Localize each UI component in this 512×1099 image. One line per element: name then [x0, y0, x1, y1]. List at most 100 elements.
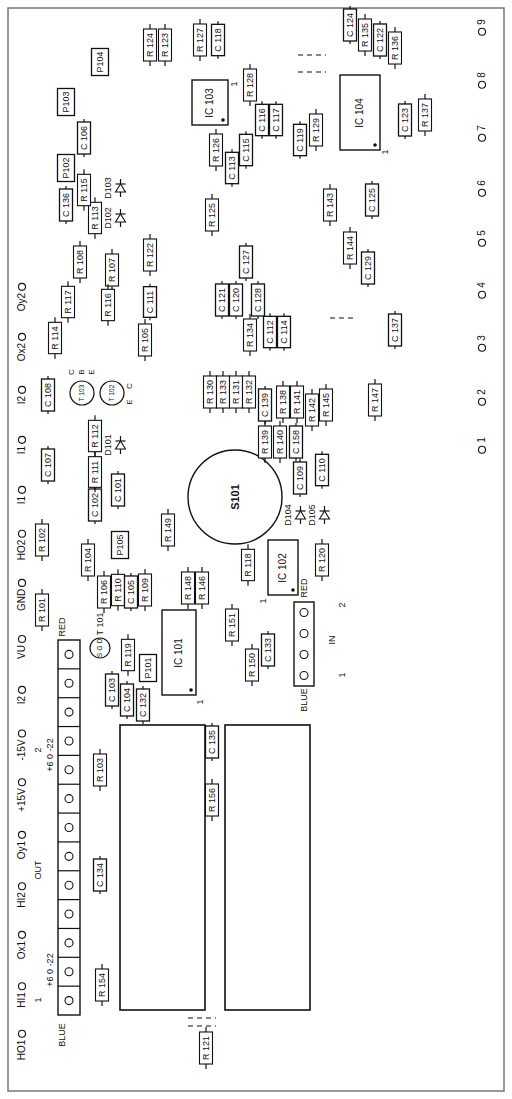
capacitor-symbol — [316, 454, 329, 485]
pin-pad — [19, 436, 26, 443]
component-lead — [120, 222, 121, 227]
component-lead — [269, 313, 270, 316]
switch-outline — [188, 450, 282, 544]
ic-package — [192, 80, 228, 125]
capacitor-label: C 125 — [368, 188, 377, 212]
component-lead — [247, 581, 248, 586]
component-lead — [65, 186, 66, 189]
connector-pin — [65, 997, 73, 1005]
transistor-label: T 102 — [109, 385, 116, 402]
resistor-symbol — [316, 544, 329, 576]
terminal-letter: G — [97, 645, 104, 650]
marking-text: RED — [58, 617, 67, 636]
capacitor-label: C 119 — [296, 128, 305, 151]
pin-number: 9 — [477, 19, 487, 25]
component-lead — [321, 576, 322, 581]
resistor-label: R 116 — [104, 293, 113, 316]
diode-symbol — [116, 184, 126, 192]
component-lead — [235, 408, 236, 413]
component-lead — [235, 316, 236, 319]
resistor-symbol — [102, 289, 115, 320]
capacitor-symbol — [294, 124, 307, 155]
component-lead — [117, 471, 118, 474]
resistor-label: R 146 — [198, 576, 207, 600]
component-lead — [120, 192, 121, 197]
capacitor-symbol — [374, 24, 387, 56]
resistor-label: R 147 — [371, 388, 380, 412]
component-lead — [211, 231, 212, 236]
capacitor-symbol — [89, 489, 102, 521]
connector-pin — [300, 672, 308, 680]
capacitor-symbol — [42, 379, 55, 411]
component-lead — [245, 131, 246, 134]
component-lead — [217, 21, 218, 24]
pin-label: HO2 — [17, 540, 27, 561]
resistor-label: R 113 — [91, 206, 100, 229]
resistor-symbol — [204, 376, 217, 408]
marking-text: OUT — [34, 861, 43, 880]
component-lead — [99, 891, 100, 894]
component-lead — [264, 386, 265, 389]
resistor-label: R 118 — [244, 553, 253, 576]
component-lead — [167, 509, 168, 514]
pin-one-dot — [189, 688, 193, 692]
component-lead — [235, 371, 236, 376]
out-connector — [58, 640, 80, 1015]
marking-text: 1 — [34, 997, 43, 1002]
capacitor-symbol — [125, 576, 138, 608]
component-lead — [231, 149, 232, 152]
component-lead — [283, 313, 284, 316]
ic-label: IC 104 — [355, 98, 365, 127]
pin-label: Ox1 — [17, 941, 27, 959]
resistor-symbol — [78, 174, 91, 205]
resistor-label: R 103 — [96, 758, 105, 782]
terminal-letter: D — [97, 639, 104, 644]
capacitor-label: C 158 — [292, 430, 301, 454]
capacitor-label: C 120 — [232, 288, 241, 312]
component-lead — [379, 56, 380, 59]
resistor-label: R 149 — [164, 518, 173, 542]
resistor-symbol — [306, 394, 319, 426]
component-lead — [222, 371, 223, 376]
trimmer-label: P104 — [96, 51, 105, 72]
board-border — [8, 8, 504, 1091]
resistor-symbol — [244, 69, 257, 101]
component-lead — [300, 506, 301, 511]
resistor-symbol — [62, 286, 75, 317]
component-lead — [324, 519, 325, 524]
resistor-label: R 127 — [196, 28, 205, 52]
trimmer-symbol — [140, 654, 157, 681]
capacitor-symbol — [240, 246, 253, 278]
resistor-symbol — [94, 754, 107, 786]
resistor-label: R 111 — [91, 461, 100, 484]
terminal-letter: E — [126, 399, 134, 404]
component-lead — [349, 6, 350, 9]
diode-label: D103 — [104, 177, 113, 199]
component-lead — [94, 234, 95, 239]
component-lead — [67, 318, 68, 323]
resistor-symbol — [419, 99, 432, 131]
resistor-label: R 141 — [293, 390, 302, 414]
resistor-symbol — [122, 639, 135, 670]
marking-text: 1 — [230, 81, 239, 86]
in-connector — [294, 602, 314, 686]
pin-number: 3 — [477, 335, 487, 341]
resistor-label: R 139 — [261, 430, 270, 454]
pin-pad — [19, 1030, 26, 1037]
resistor-label: R 115 — [80, 178, 89, 201]
capacitor-symbol — [399, 104, 412, 136]
capacitor-symbol — [256, 104, 269, 135]
component-lead — [144, 569, 145, 574]
connector-divider — [58, 841, 80, 842]
component-lead — [325, 384, 326, 389]
capacitor-label: C 136 — [62, 193, 71, 217]
component-lead — [296, 418, 297, 423]
component-lead — [94, 487, 95, 492]
connector-pin — [65, 939, 73, 947]
capacitor-symbol — [212, 24, 225, 55]
resistor-label: R 105 — [141, 328, 150, 352]
component-lead — [249, 314, 250, 319]
dashed-marks — [188, 55, 356, 1026]
pin-pad — [19, 730, 26, 737]
